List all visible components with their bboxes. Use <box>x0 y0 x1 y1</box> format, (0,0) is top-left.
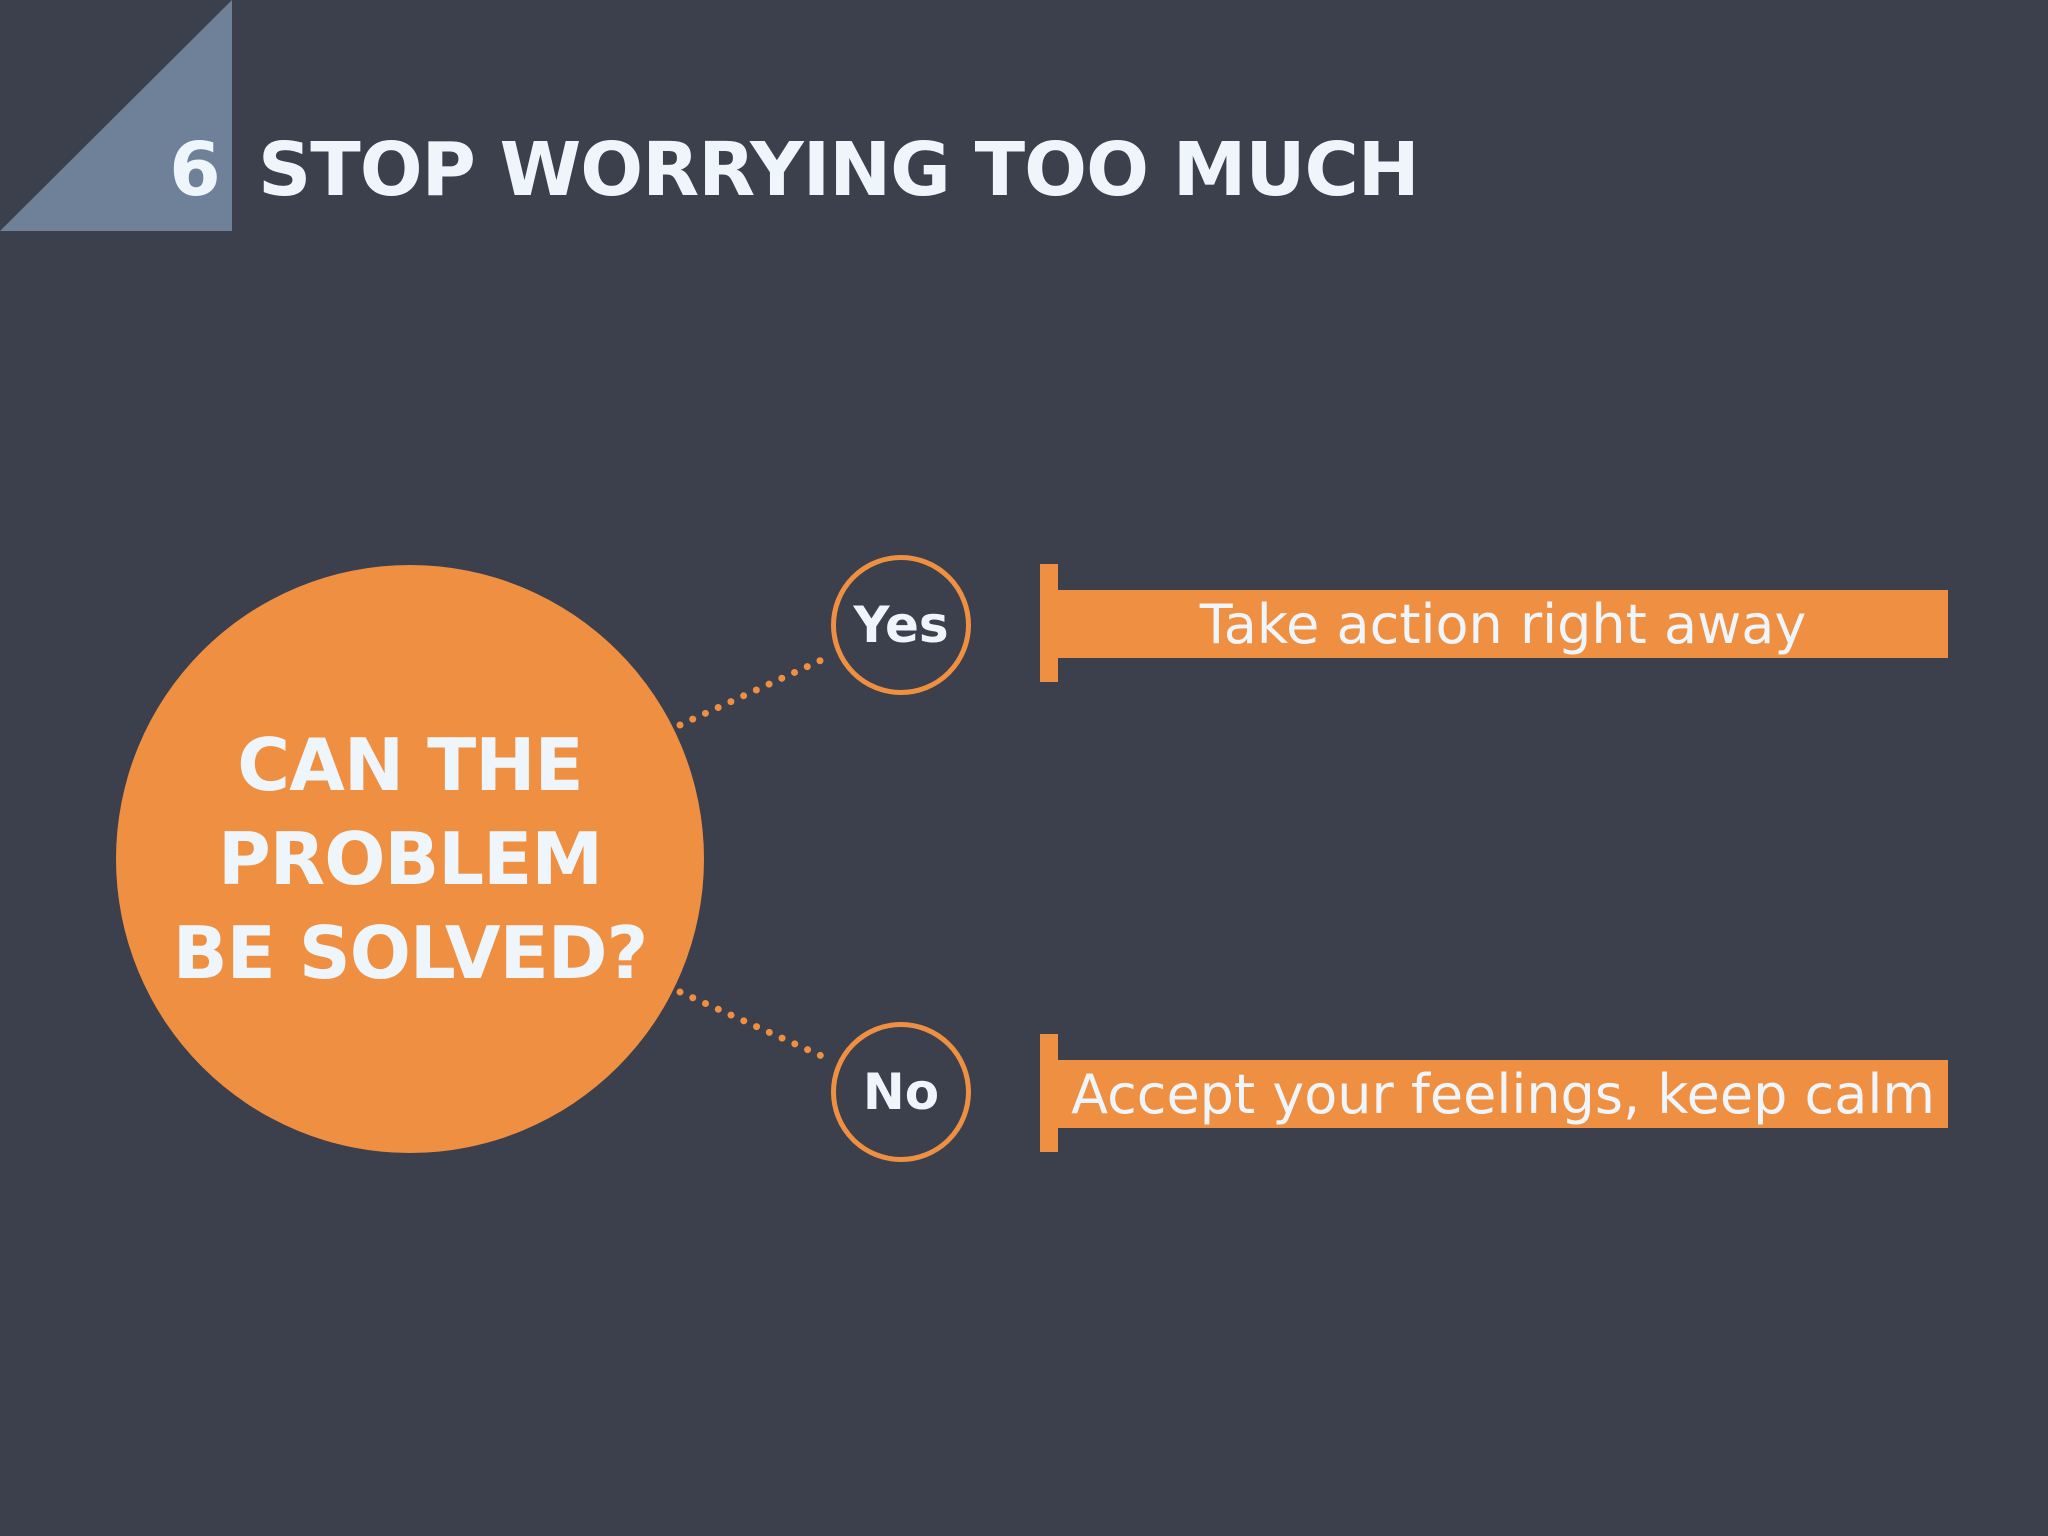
question-line-3: BE SOLVED? <box>172 911 649 995</box>
result-yes-marker <box>1040 564 1058 682</box>
answer-node-no: No <box>831 1022 971 1162</box>
result-no-marker <box>1040 1034 1058 1152</box>
slide-title: STOP WORRYING TOO MUCH <box>258 127 1420 213</box>
question-line-2: PROBLEM <box>217 817 603 901</box>
answer-no-label: No <box>862 1063 940 1121</box>
result-yes-text: Take action right away <box>1199 592 1807 656</box>
connector-yes-dotted <box>676 654 830 729</box>
connector-no-dotted <box>676 988 830 1062</box>
result-yes-banner: Take action right away <box>1058 590 1948 658</box>
answer-yes-label: Yes <box>853 596 949 654</box>
answer-node-yes: Yes <box>831 555 971 695</box>
result-no-text: Accept your feelings, keep calm <box>1071 1062 1935 1126</box>
question-line-1: CAN THE <box>237 723 583 807</box>
result-no-banner: Accept your feelings, keep calm <box>1058 1060 1948 1128</box>
corner-fold-decoration <box>0 0 232 231</box>
question-node: CAN THE PROBLEM BE SOLVED? <box>116 565 704 1153</box>
slide-number: 6 <box>169 127 221 213</box>
